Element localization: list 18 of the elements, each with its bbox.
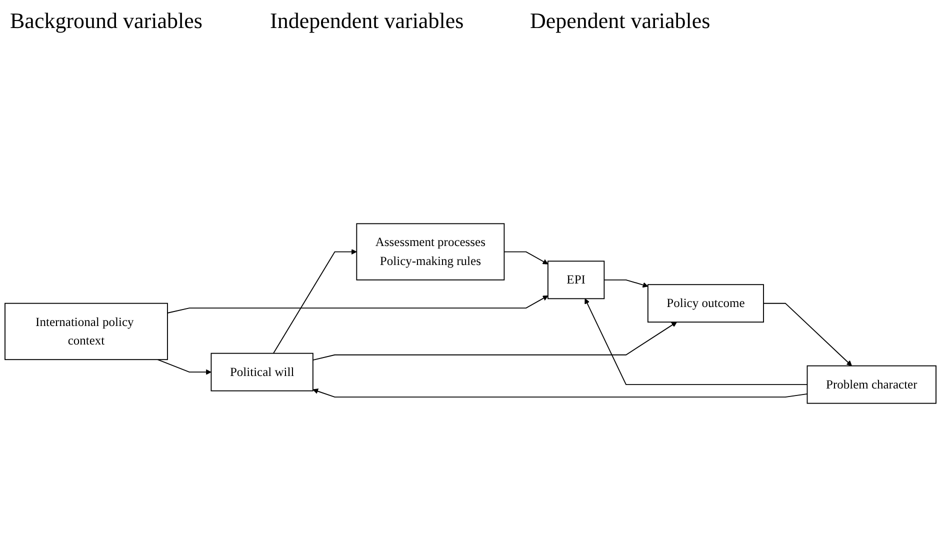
arrow [272,249,357,354]
node-box: Problem character [806,365,936,404]
column-heading: Independent variables [270,8,465,35]
node-box: EPI [547,260,605,300]
column-heading: Dependent variables [530,8,712,35]
arrow [504,251,548,264]
arrow [167,295,548,314]
arrow [157,359,212,375]
node-box: International policy context [4,302,168,360]
node-box: Assessment processes Policy-making rules [356,223,505,280]
node-box: Political will [210,352,314,392]
arrow [312,388,808,398]
column-heading: Background variables [10,8,204,35]
arrow [763,302,852,366]
arrow [604,279,648,288]
node-box: Policy outcome [647,284,764,323]
arrow [584,298,808,386]
arrow [312,322,677,361]
